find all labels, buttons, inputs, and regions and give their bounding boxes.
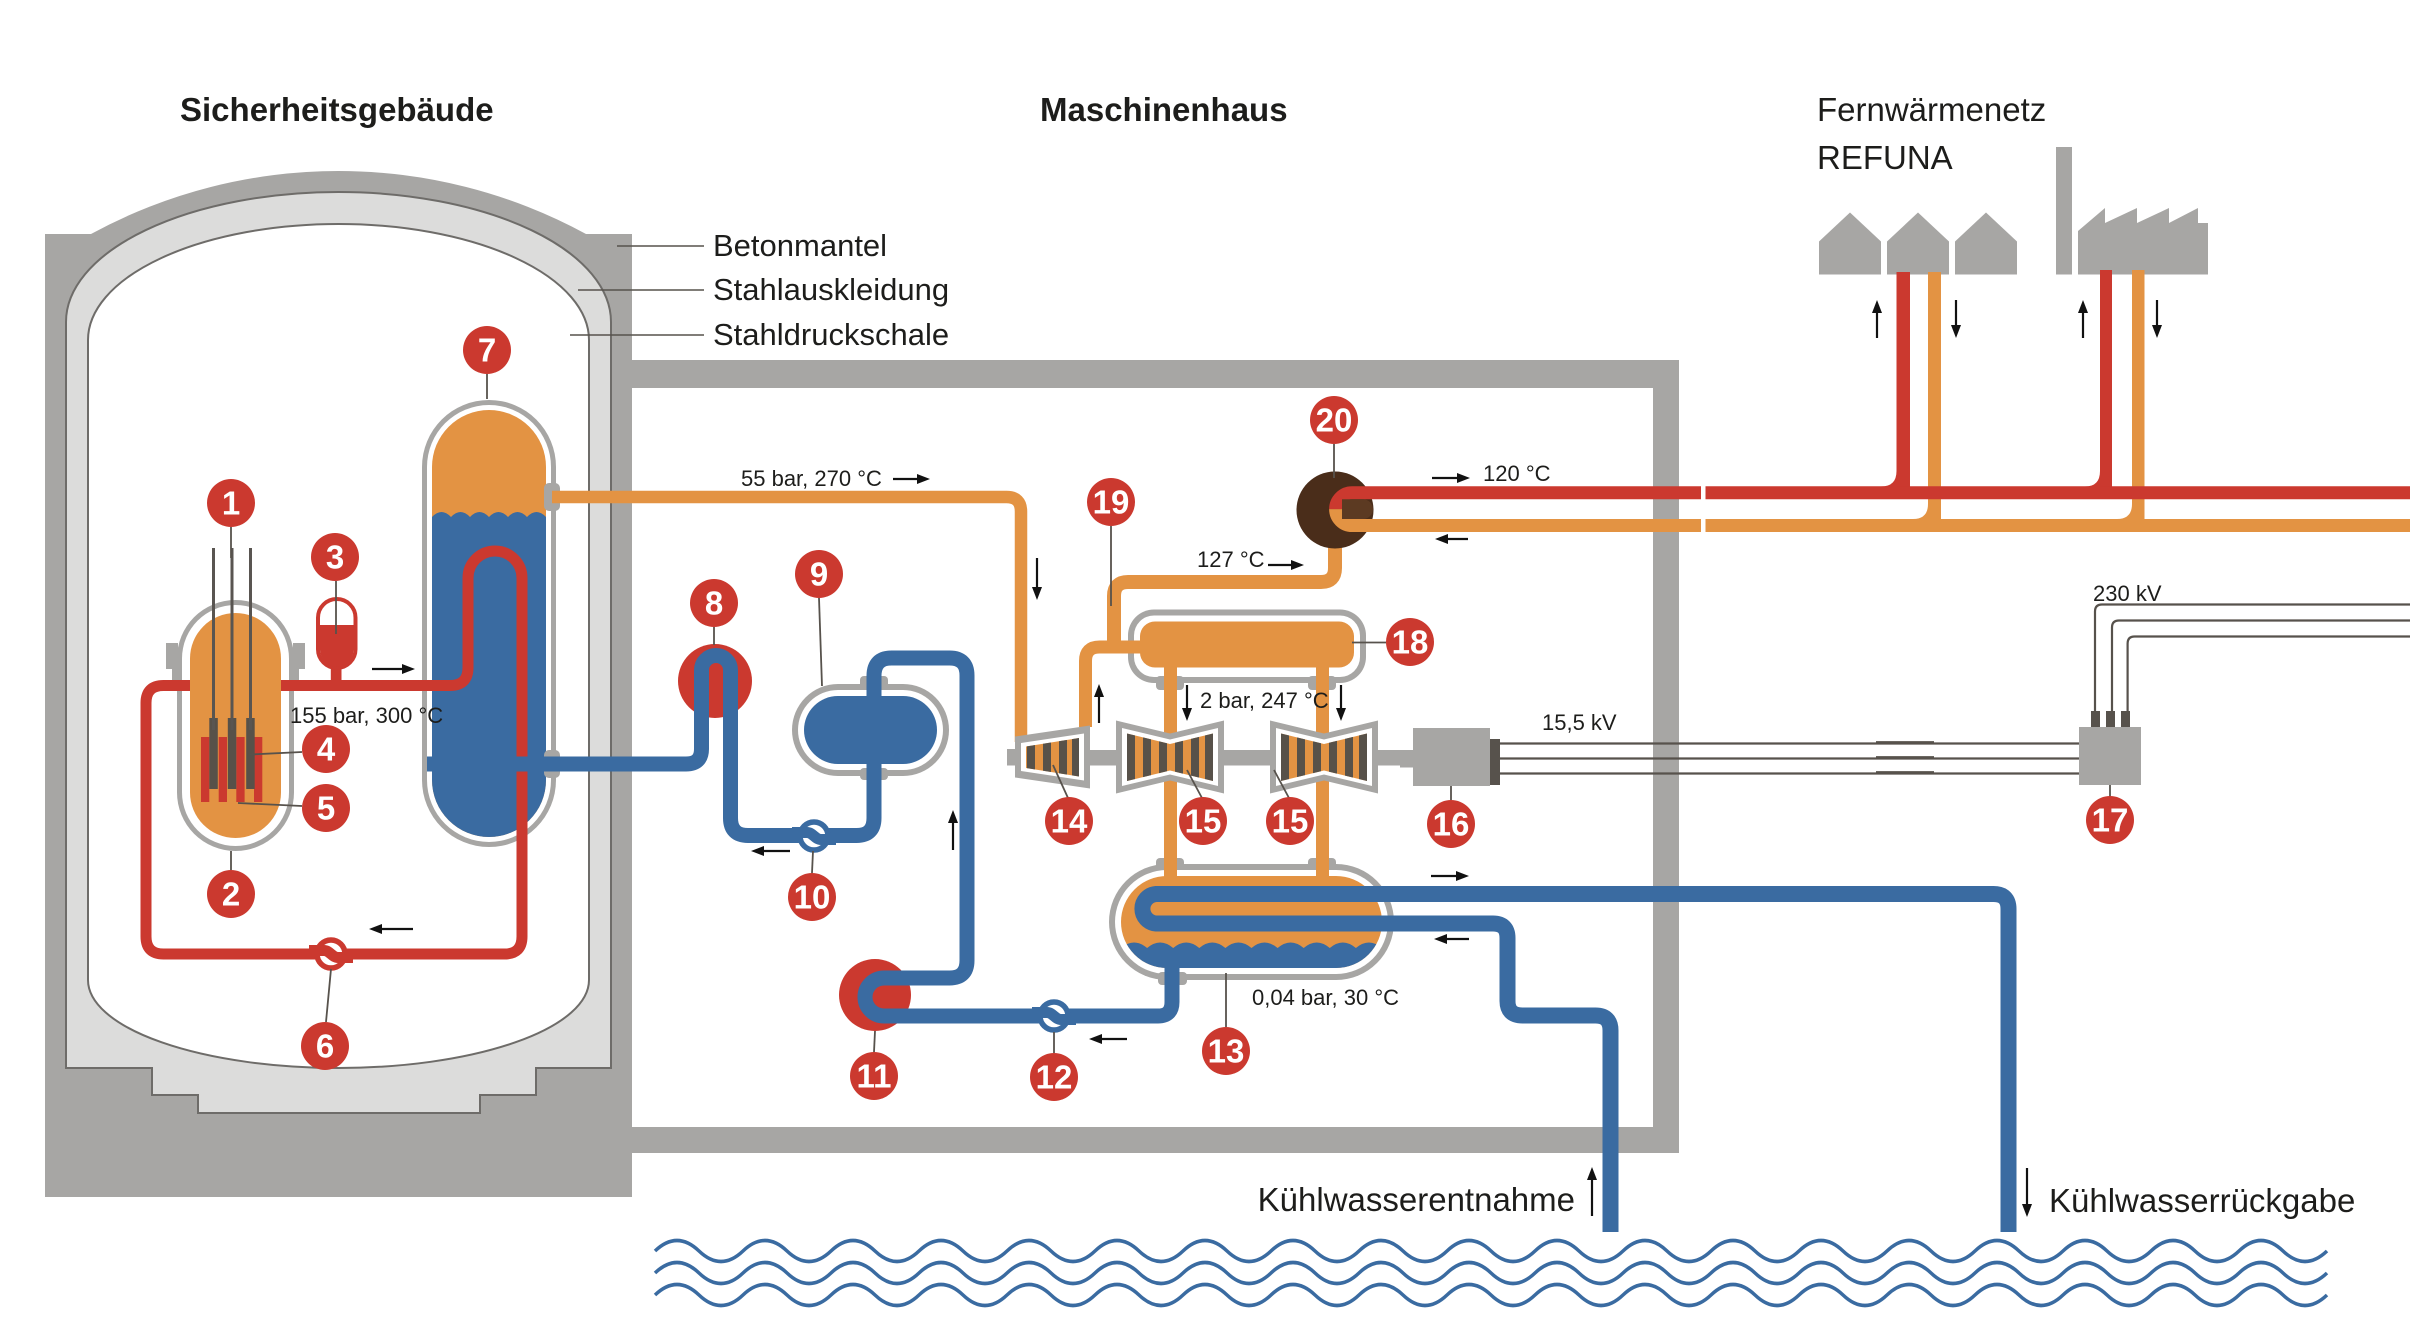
svg-text:15: 15 [1272, 803, 1309, 840]
svg-text:7: 7 [478, 332, 496, 369]
svg-text:2: 2 [222, 876, 240, 913]
svg-text:8: 8 [705, 585, 723, 622]
svg-text:Kühlwasserentnahme: Kühlwasserentnahme [1258, 1181, 1575, 1218]
svg-text:13: 13 [1208, 1033, 1245, 1070]
svg-text:12: 12 [1036, 1059, 1073, 1096]
svg-text:Betonmantel: Betonmantel [713, 228, 887, 263]
svg-text:0,04 bar, 30 °C: 0,04 bar, 30 °C [1252, 985, 1399, 1010]
svg-text:Stahldruckschale: Stahldruckschale [713, 317, 949, 352]
svg-text:230 kV: 230 kV [2093, 581, 2162, 606]
svg-text:17: 17 [2092, 802, 2129, 839]
svg-text:20: 20 [1316, 402, 1353, 439]
svg-text:15,5 kV: 15,5 kV [1542, 710, 1617, 735]
svg-text:6: 6 [316, 1028, 334, 1065]
svg-text:Fernwärmenetz: Fernwärmenetz [1817, 91, 2046, 128]
svg-text:9: 9 [810, 556, 828, 593]
svg-text:14: 14 [1051, 803, 1088, 840]
svg-text:120 °C: 120 °C [1483, 461, 1551, 486]
svg-text:Maschinenhaus: Maschinenhaus [1040, 91, 1288, 128]
svg-text:18: 18 [1392, 624, 1429, 661]
svg-text:15: 15 [1185, 803, 1222, 840]
svg-text:127 °C: 127 °C [1197, 547, 1265, 572]
svg-text:11: 11 [857, 1058, 892, 1095]
svg-text:4: 4 [317, 731, 336, 768]
svg-text:55 bar, 270 °C: 55 bar, 270 °C [741, 466, 882, 491]
svg-text:2 bar, 247 °C: 2 bar, 247 °C [1200, 688, 1329, 713]
svg-text:10: 10 [794, 879, 831, 916]
svg-text:REFUNA: REFUNA [1817, 139, 1953, 176]
svg-text:5: 5 [317, 790, 335, 827]
svg-text:1: 1 [222, 485, 240, 522]
svg-text:155 bar, 300 °C: 155 bar, 300 °C [290, 703, 443, 728]
svg-text:16: 16 [1433, 806, 1470, 843]
svg-text:Sicherheitsgebäude: Sicherheitsgebäude [180, 91, 494, 128]
svg-text:Stahlauskleidung: Stahlauskleidung [713, 272, 949, 307]
svg-text:3: 3 [326, 539, 344, 576]
svg-text:Kühlwasserrückgabe: Kühlwasserrückgabe [2049, 1182, 2355, 1219]
svg-text:19: 19 [1093, 484, 1130, 521]
